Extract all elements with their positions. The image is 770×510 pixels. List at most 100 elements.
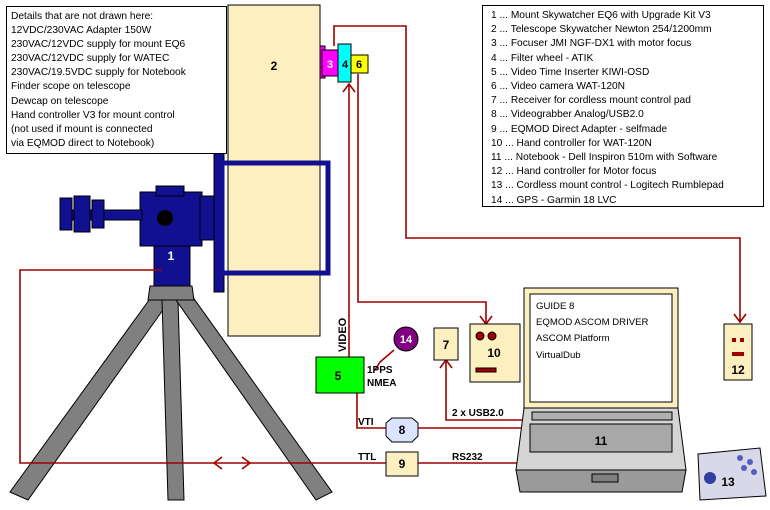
note-line: 12VDC/230VAC Adapter 150W — [11, 25, 152, 37]
legend-item: 7 ... Receiver for cordless mount contro… — [491, 95, 691, 107]
legend-item: 1 ... Mount Skywatcher EQ6 with Upgrade … — [491, 10, 711, 21]
label-nmea: NMEA — [367, 378, 396, 389]
gamepad-button-4 — [751, 469, 757, 475]
legend-item: 13 ... Cordless mount control - Logitech… — [491, 180, 724, 192]
software-item: EQMOD ASCOM DRIVER — [536, 317, 649, 329]
note-line: (not used if mount is connected — [11, 123, 153, 135]
cable-vti — [356, 392, 386, 429]
gamepad-button-2 — [747, 459, 753, 465]
tube-ring — [219, 160, 331, 276]
focus-controller-button-2 — [740, 338, 744, 342]
cable-usb-receiver — [445, 360, 524, 421]
videograbber — [385, 417, 419, 443]
cables — [19, 25, 741, 464]
note-line: 230VAC/12VDC supply for mount EQ6 — [11, 39, 186, 51]
gamepad-button-3 — [741, 465, 747, 471]
label-mount: 1 — [168, 249, 175, 263]
focus-controller-display — [732, 352, 744, 356]
legend-item: 14 ... GPS - Garmin 18 LVC — [491, 194, 617, 206]
camera-body — [350, 54, 369, 74]
label-video: VIDEO — [337, 317, 349, 352]
tripod-leg-middle — [161, 299, 185, 501]
label-time-inserter: 5 — [335, 369, 342, 383]
legend-item: 9 ... EQMOD Direct Adapter - selfmade — [491, 123, 668, 135]
label-gamepad: 13 — [721, 475, 735, 489]
eqmod-adapter — [385, 451, 419, 477]
gamepad-button-1 — [737, 455, 743, 461]
software-item: ASCOM Platform — [536, 333, 610, 345]
note-line: 230VAC/19.5VDC supply for Notebook — [11, 67, 186, 79]
label-vti: VTI — [358, 417, 374, 428]
software-item: GUIDE 8 — [536, 301, 575, 312]
label-focus-controller: 12 — [731, 363, 745, 377]
note-line: Dewcap on telescope — [11, 95, 109, 107]
note-line: 230VAC/12VDC supply for WATEC — [11, 53, 170, 65]
dec-housing — [199, 195, 215, 241]
legend-item: 5 ... Video Time Inserter KIWI-OSD — [491, 66, 650, 78]
legend-item: 11 ... Notebook - Dell Inspiron 510m wit… — [491, 152, 718, 164]
note-line: Details that are not drawn here: — [11, 11, 154, 22]
label-notebook: 11 — [595, 434, 608, 448]
notebook-screen — [529, 293, 673, 403]
cable-camera-controller — [357, 74, 487, 324]
legend-item: 8 ... Videograbber Analog/USB2.0 — [491, 109, 644, 121]
legend-box: 1 ... Mount Skywatcher EQ6 with Upgrade … — [482, 5, 764, 207]
notebook-trackpad-button — [591, 473, 619, 483]
cable-gps — [374, 349, 395, 371]
notebook-software-list: GUIDE 8 EQMOD ASCOM DRIVER ASCOM Platfor… — [536, 299, 666, 364]
label-telescope: 2 — [271, 59, 278, 73]
label-camera-controller: 10 — [487, 346, 501, 360]
camera-controller-button-2 — [487, 331, 497, 341]
cable-focus-controller — [333, 25, 741, 322]
label-camera: 6 — [356, 59, 362, 71]
gamepad — [697, 447, 767, 501]
camera-controller-button-1 — [475, 331, 485, 341]
legend-item: 4 ... Filter wheel - ATIK — [491, 52, 594, 64]
label-filter: 4 — [342, 59, 349, 71]
notebook-keyboard — [531, 411, 673, 421]
gps-receiver — [393, 326, 419, 352]
tripod — [9, 285, 333, 501]
camera-controller-display — [475, 367, 497, 373]
telescope-tube — [227, 4, 321, 337]
legend-item: 3 ... Focuser JMI NGF-DX1 with motor foc… — [491, 38, 692, 50]
tripod-leg-left — [9, 295, 171, 501]
label-gps: 14 — [400, 334, 413, 346]
legend-item: 10 ... Hand controller for WAT-120N — [491, 137, 652, 149]
arrow-ttl-right — [241, 456, 252, 470]
receiver — [433, 327, 459, 361]
arrow-ttl-left — [212, 456, 223, 470]
note-line: Hand controller V3 for mount control — [11, 109, 175, 121]
label-videograbber: 8 — [399, 423, 406, 437]
time-inserter — [315, 356, 365, 394]
tripod-head — [147, 285, 195, 301]
label-eqmod-adapter: 9 — [399, 457, 406, 471]
notebook-touchpad — [529, 423, 673, 453]
label-receiver: 7 — [443, 338, 450, 352]
arrow-focus-controller — [733, 313, 747, 324]
focus-controller-button-1 — [732, 338, 736, 342]
gamepad-dpad — [704, 472, 716, 484]
arrow-video-up — [342, 82, 356, 93]
mount — [59, 145, 225, 293]
note-line: via EQMOD direct to Notebook) — [11, 137, 155, 149]
label-usb: 2 x USB2.0 — [452, 408, 504, 419]
software-item: VirtualDub — [536, 349, 581, 361]
legend-item: 6 ... Video camera WAT-120N — [491, 81, 626, 93]
counterweight-2 — [73, 195, 91, 233]
label-focuser: 3 — [327, 59, 333, 71]
counterweight-3 — [91, 199, 105, 229]
mount-top — [155, 185, 185, 197]
cable-mount-ttl — [19, 269, 386, 464]
notebook — [515, 287, 687, 493]
legend-item: 12 ... Hand controller for Motor focus — [491, 166, 657, 178]
legend-item: 2 ... Telescope Skywatcher Newton 254/12… — [491, 24, 712, 36]
note-line: Finder scope on telescope — [11, 81, 131, 93]
counterweight-1 — [59, 197, 73, 231]
notes-box: Details that are not drawn here: 12VDC/2… — [6, 6, 227, 154]
label-rs232: RS232 — [452, 452, 483, 463]
label-pps: 1PPS — [367, 365, 393, 376]
mount-axis — [157, 210, 173, 226]
label-ttl: TTL — [358, 452, 376, 463]
